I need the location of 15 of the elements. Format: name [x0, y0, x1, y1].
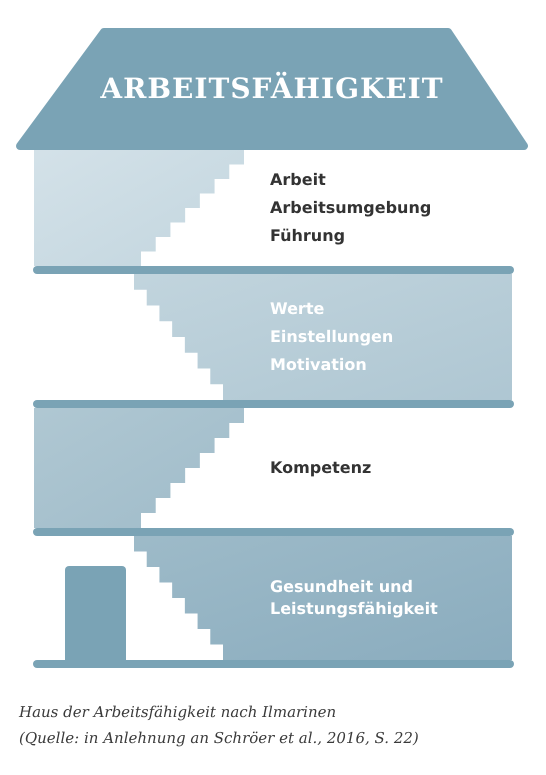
- floor-label: Motivation: [270, 354, 367, 376]
- source-note: (Quelle: in Anlehnung an Schröer et al., 2016, S. 22): [19, 728, 419, 748]
- figure-caption: Haus der Arbeitsfähigkeit nach Ilmarinen: [19, 702, 336, 722]
- house-door: [65, 566, 126, 660]
- house-floor: [134, 274, 512, 400]
- floor-label: Einstellungen: [270, 326, 394, 348]
- floor-label: Werte: [270, 298, 324, 320]
- roof-title: ARBEITSFÄHIGKEIT: [100, 72, 444, 106]
- floor-label: Gesundheit und Leistungsfähigkeit: [270, 576, 439, 620]
- floor-label: Führung: [270, 225, 346, 247]
- floor-label: Arbeit: [270, 169, 326, 191]
- floor-label: Arbeitsumgebung: [270, 197, 432, 219]
- floor-label: Kompetenz: [270, 457, 372, 479]
- house-floor: [134, 536, 512, 660]
- house-roof: [16, 28, 528, 150]
